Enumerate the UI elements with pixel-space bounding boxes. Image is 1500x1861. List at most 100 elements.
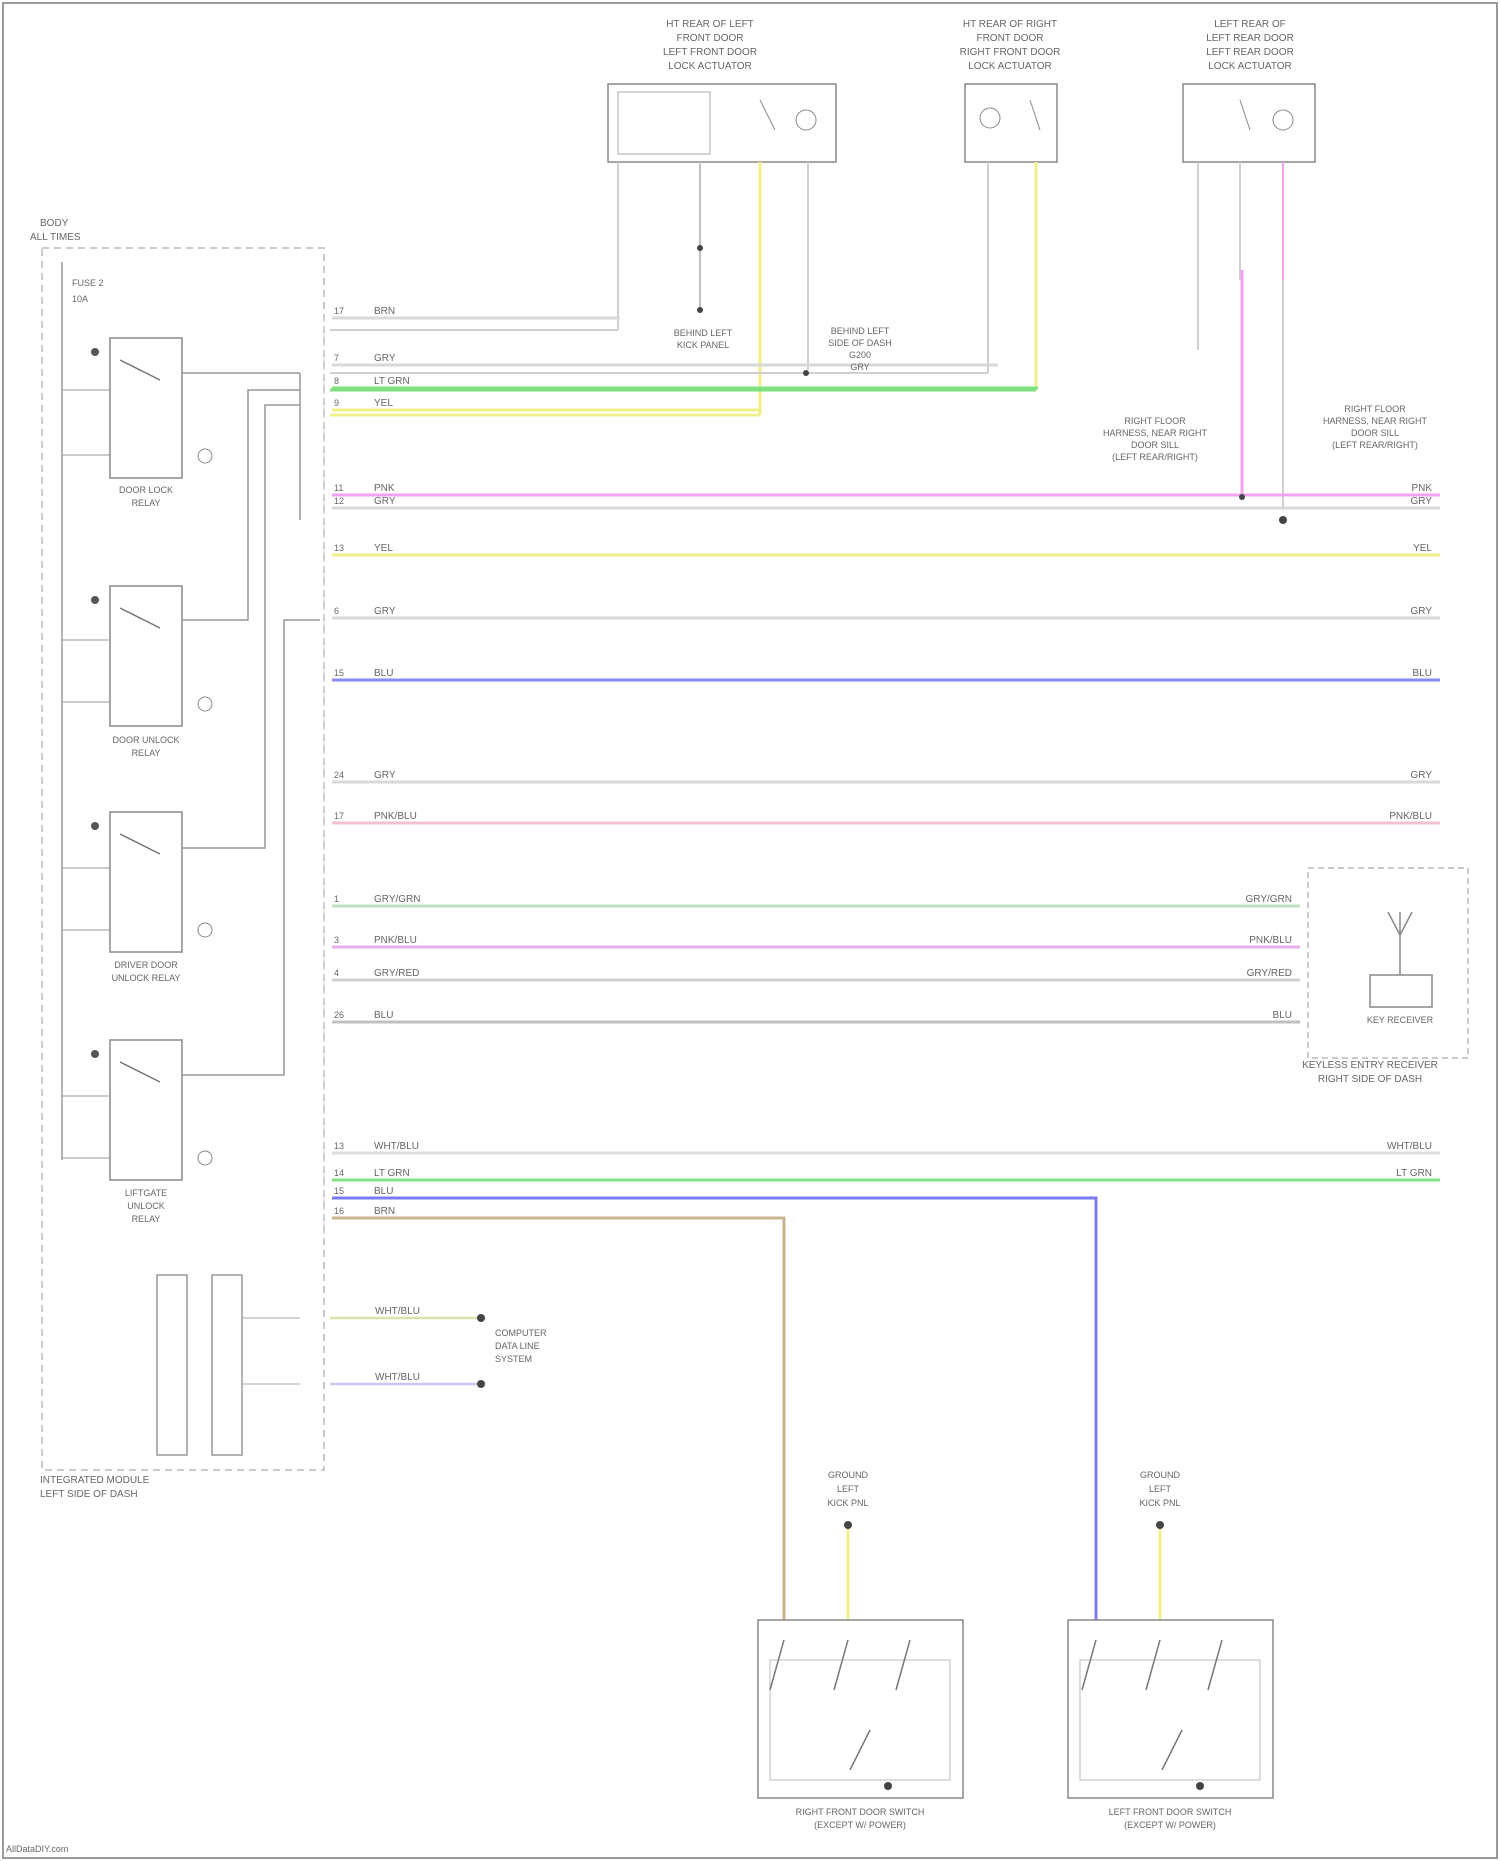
relay-terminal — [91, 348, 99, 356]
wire-end-label: BLU — [1413, 668, 1432, 679]
switch-box — [1068, 1620, 1273, 1798]
wire-color-label: PNK/BLU — [374, 935, 417, 946]
relay-label: LIFTGATE — [125, 1188, 167, 1198]
ground-label: KICK PNL — [827, 1498, 868, 1508]
relay-contact — [120, 608, 160, 628]
relay-label: RELAY — [132, 1214, 161, 1224]
splice-dot — [1239, 494, 1245, 500]
wire-color-label: WHT/BLU — [374, 1141, 419, 1152]
ground-label: LEFT — [1149, 1484, 1172, 1494]
wire-end-label: GRY/GRN — [1246, 894, 1293, 905]
actuator-box — [608, 84, 836, 162]
switch-contact — [896, 1640, 910, 1690]
relay-terminal — [91, 822, 99, 830]
note-line: BEHIND LEFT — [674, 328, 733, 338]
wire-end-label: PNK/BLU — [1389, 811, 1432, 822]
pin-number: 6 — [334, 606, 339, 616]
wire-color-label: BRN — [374, 1206, 395, 1217]
data-link-section: WHT/BLU WHT/BLU COMPUTER DATA LINE SYSTE… — [157, 1275, 547, 1455]
wire-color-label: GRY/GRN — [374, 894, 421, 905]
relay-door-unlock: DOOR UNLOCK RELAY — [62, 586, 212, 758]
wire — [332, 1198, 1096, 1620]
pin-number: 16 — [334, 1206, 344, 1216]
switch-ground — [1196, 1782, 1204, 1790]
pin-number: 14 — [334, 1168, 344, 1178]
receiver-module — [1370, 975, 1432, 1007]
switch-label: (EXCEPT W/ POWER) — [1124, 1820, 1216, 1830]
ground-dot — [1156, 1521, 1164, 1529]
switch-contact — [770, 1640, 784, 1690]
motor-icon — [980, 108, 1000, 128]
ground-dot — [697, 307, 703, 313]
wire-color-label: BLU — [374, 1186, 393, 1197]
motor-icon — [1273, 110, 1293, 130]
ground-symbol — [198, 1151, 212, 1165]
bottom-routes — [332, 1198, 1164, 1620]
splice-dot — [477, 1380, 485, 1388]
note-line: (LEFT REAR/RIGHT) — [1112, 452, 1198, 462]
switch-box — [618, 92, 710, 154]
note-line: RIGHT FLOOR — [1124, 416, 1186, 426]
relay-terminal — [91, 1050, 99, 1058]
wire-end-label: GRY — [1411, 606, 1433, 617]
ground-label: KICK PNL — [1139, 1498, 1180, 1508]
wire-end-label: BLU — [1273, 1010, 1292, 1021]
receiver-label: KEYLESS ENTRY RECEIVER — [1302, 1060, 1438, 1071]
wire-color-label: BLU — [374, 1010, 393, 1021]
receiver-inner-label: KEY RECEIVER — [1367, 1015, 1434, 1025]
wire-end-label: GRY — [1411, 770, 1433, 781]
ground-dot — [1279, 516, 1287, 524]
component-label-line: FRONT DOOR — [976, 33, 1043, 44]
ground-label: GROUND — [828, 1470, 868, 1480]
wire-end-label: WHT/BLU — [1387, 1141, 1432, 1152]
relay-contact — [120, 1062, 160, 1082]
ground-label: LEFT — [837, 1484, 860, 1494]
relay-contact — [120, 834, 160, 854]
relay-box — [110, 586, 182, 726]
wire — [332, 1218, 784, 1620]
ground-label: GROUND — [1140, 1470, 1180, 1480]
relay-label: DOOR LOCK — [119, 485, 173, 495]
splice-dot — [697, 245, 703, 251]
receiver-outline — [1308, 868, 1468, 1058]
comm-label: COMPUTER — [495, 1328, 547, 1338]
switch-inner — [1080, 1660, 1260, 1780]
wire-end-label: YEL — [1413, 543, 1432, 554]
comm-label: DATA LINE — [495, 1341, 540, 1351]
note-line: GRY — [850, 362, 869, 372]
relay-liftgate-unlock: LIFTGATE UNLOCK RELAY — [62, 1040, 212, 1224]
pin-number: 3 — [334, 935, 339, 945]
ground-symbol — [198, 923, 212, 937]
relay-contact — [120, 360, 160, 380]
switch-contact — [760, 100, 775, 130]
motor-icon — [796, 110, 816, 130]
left-front-door-actuator: HT REAR OF LEFT FRONT DOOR LEFT FRONT DO… — [608, 19, 836, 162]
pin-number: 7 — [334, 353, 339, 363]
page-border — [3, 3, 1497, 1858]
wire-end-label: GRY — [1411, 496, 1433, 507]
wire-color-label: PNK — [374, 483, 395, 494]
component-label-line: LEFT REAR OF — [1214, 19, 1286, 30]
component-label-line: FRONT DOOR — [676, 33, 743, 44]
relay-driver-door-unlock: DRIVER DOOR UNLOCK RELAY — [62, 812, 212, 983]
relay-box — [110, 338, 182, 478]
switch-box — [758, 1620, 963, 1798]
note-line: HARNESS, NEAR RIGHT — [1103, 428, 1208, 438]
component-label-line: HT REAR OF RIGHT — [963, 19, 1057, 30]
wire-end-label: LT GRN — [1396, 1168, 1432, 1179]
switch-contact — [1146, 1640, 1160, 1690]
pin-number: 8 — [334, 376, 339, 386]
relay-box — [110, 1040, 182, 1180]
left-front-door-switch: LEFT FRONT DOOR SWITCH (EXCEPT W/ POWER) — [1068, 1620, 1273, 1830]
note-line: KICK PANEL — [677, 340, 729, 350]
relay-terminal — [91, 596, 99, 604]
wire-color-label: GRY — [374, 770, 396, 781]
wire-color-label: YEL — [374, 543, 393, 554]
relay-box — [110, 812, 182, 952]
wire-color-label: GRY/RED — [374, 968, 419, 979]
component-label-line: LOCK ACTUATOR — [968, 61, 1052, 72]
switch-ground — [884, 1782, 892, 1790]
relay-door-lock: DOOR LOCK RELAY — [62, 338, 212, 508]
pin-number: 17 — [334, 306, 344, 316]
